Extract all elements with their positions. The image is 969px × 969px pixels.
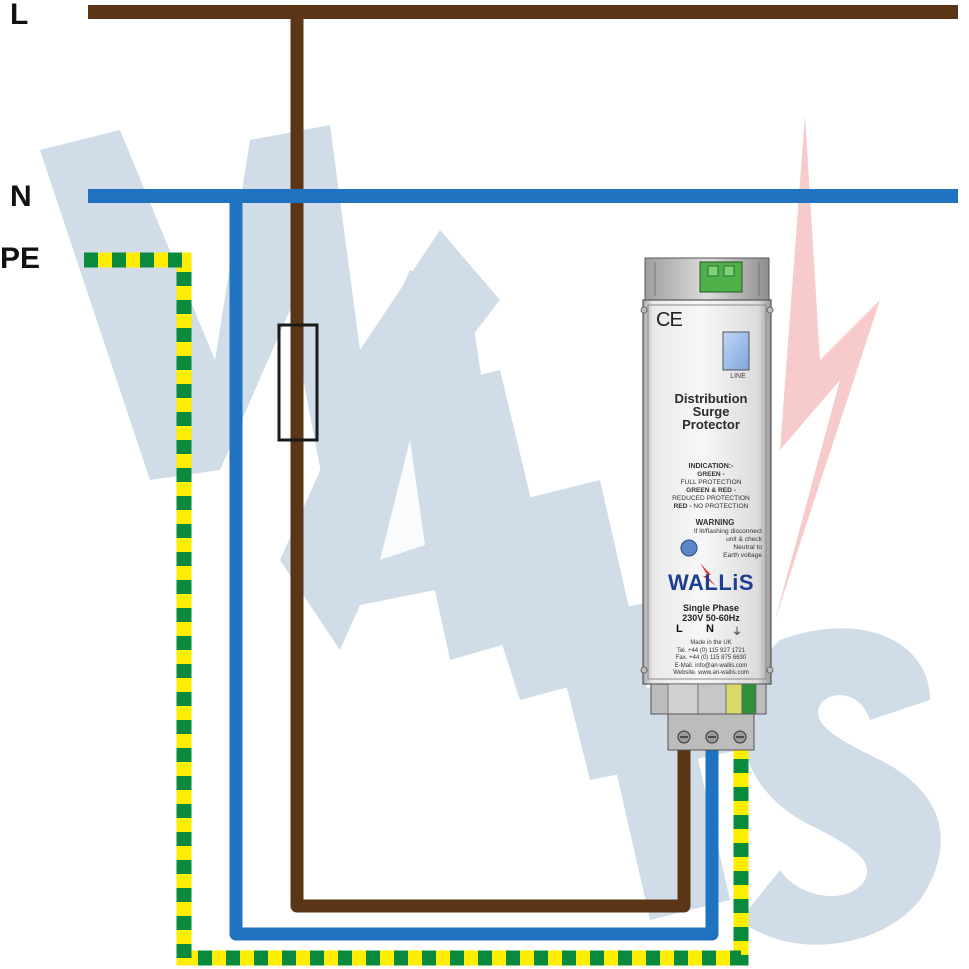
indication-greenred-text: REDUCED PROTECTION xyxy=(672,495,750,502)
line-conductor xyxy=(88,5,958,913)
terminal-screws xyxy=(677,730,747,744)
indication-red-label: RED - xyxy=(673,503,692,510)
contact-details: Made in the UK Tel. +44 (0) 115 927 1721… xyxy=(650,640,772,678)
warning-text: If lit/flashing disconnect unit & check … xyxy=(668,528,762,560)
device-title-line: Distribution xyxy=(674,391,748,406)
terminal-n-label: N xyxy=(706,623,714,635)
earth-conductor xyxy=(84,252,749,966)
rating-block: Single Phase 230V 50-60Hz xyxy=(650,603,772,623)
indication-red-text: NO PROTECTION xyxy=(693,503,749,510)
warning-line: unit & check xyxy=(726,536,762,543)
surge-protector-device xyxy=(640,257,774,751)
warning-led xyxy=(680,539,698,557)
line-led-window xyxy=(722,331,750,371)
terminal-l-label: L xyxy=(676,623,683,635)
phase-text: Single Phase xyxy=(682,603,740,613)
neutral-rail-label: N xyxy=(10,180,32,213)
brand-logo: WALLiS xyxy=(667,570,755,595)
earth-symbol-icon: ⏚ xyxy=(732,627,742,638)
indication-greenred-label: GREEN & RED - xyxy=(686,487,736,494)
warning-line: If lit/flashing disconnect xyxy=(693,528,762,535)
indication-heading: INDICATION:- xyxy=(688,463,734,470)
fax-text: Fax. +44 (0) 115 875 6630 xyxy=(675,655,747,662)
indication-green-label: GREEN - xyxy=(697,471,725,478)
device-title-line: Protector xyxy=(682,417,740,432)
made-in-text: Made in the UK xyxy=(690,640,732,646)
warning-line: Neutral to xyxy=(733,544,762,551)
email-text: E-Mail. info@an-wallis.com xyxy=(674,662,748,669)
warning-heading: WARNING xyxy=(695,518,735,527)
ce-mark: CE xyxy=(656,309,683,331)
warning-block: WARNING If lit/flashing disconnect unit … xyxy=(668,519,762,560)
remote-contact-connector xyxy=(699,261,743,293)
website-text: Website. www.an-wallis.com xyxy=(673,670,749,677)
line-rail-label: L xyxy=(10,0,29,31)
indication-legend: INDICATION:- GREEN - FULL PROTECTION GRE… xyxy=(650,463,772,511)
bolt-watermark-shape xyxy=(775,115,880,620)
fuse-symbol xyxy=(277,323,319,442)
indication-green-text: FULL PROTECTION xyxy=(680,479,742,486)
line-led-label: LINE xyxy=(730,373,746,380)
wallis-watermark xyxy=(40,125,941,945)
voltage-text: 230V 50-60Hz xyxy=(682,613,740,623)
bolt-logo-icon xyxy=(700,563,716,586)
device-title-line: Surge xyxy=(692,404,730,419)
neutral-conductor xyxy=(88,189,958,941)
device-title: Distribution Surge Protector xyxy=(650,392,772,431)
earth-rail-label: PE xyxy=(0,242,41,275)
tel-text: Tel. +44 (0) 115 927 1721 xyxy=(676,647,746,654)
warning-line: Earth voltage xyxy=(723,552,762,559)
